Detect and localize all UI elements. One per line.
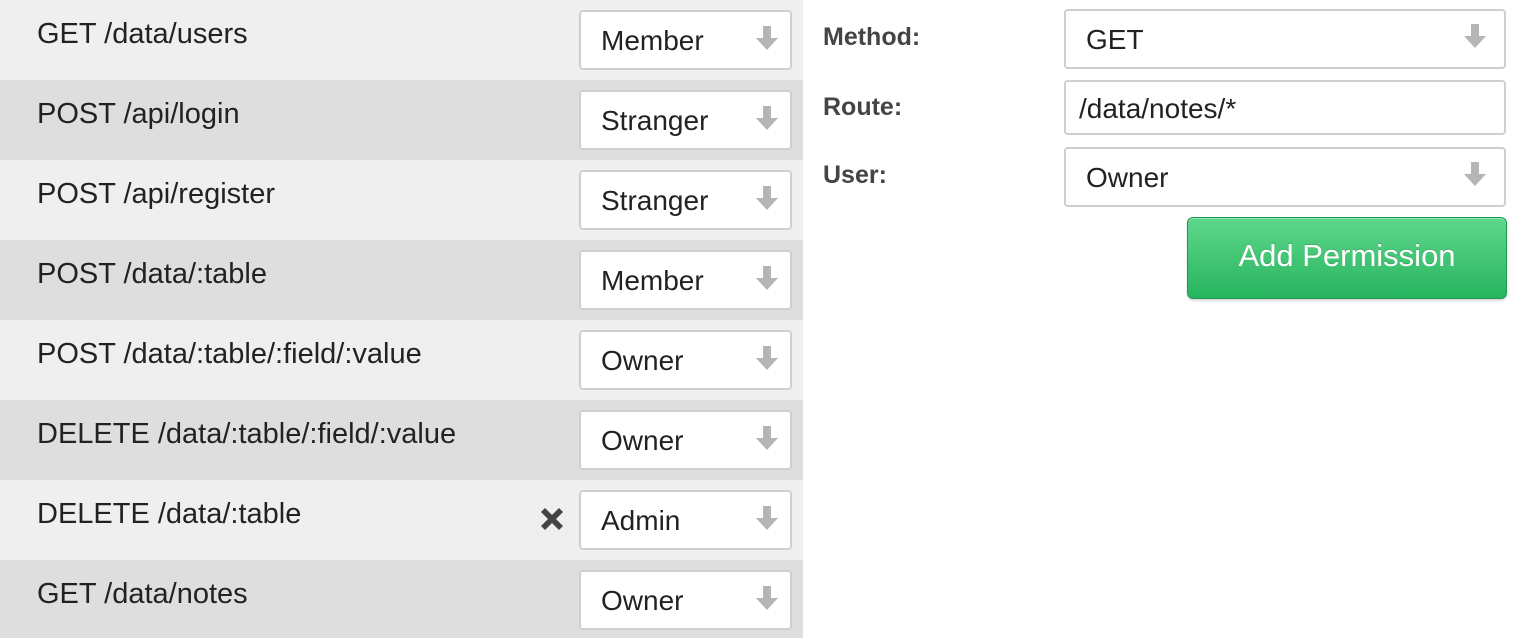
permission-user-value: Member xyxy=(601,265,704,296)
permission-user-select[interactable]: Owner xyxy=(579,410,792,470)
permission-row: POST /data/:table Member xyxy=(0,240,803,320)
permission-user-select[interactable]: Owner xyxy=(579,570,792,630)
permission-user-select[interactable]: Stranger xyxy=(579,90,792,150)
permission-route: POST /api/register xyxy=(37,178,276,210)
permission-user-select[interactable]: Stranger xyxy=(579,170,792,230)
arrow-down-icon xyxy=(756,426,778,450)
method-label: Method: xyxy=(823,23,921,51)
arrow-down-icon xyxy=(756,346,778,370)
arrow-down-icon xyxy=(1464,162,1486,186)
permission-route: POST /api/login xyxy=(37,98,240,130)
permission-user-select[interactable]: Member xyxy=(579,10,792,70)
route-input[interactable]: /data/notes/* xyxy=(1064,80,1506,135)
permission-user-value: Stranger xyxy=(601,105,709,136)
permission-user-value: Stranger xyxy=(601,185,709,216)
add-permission-form: Method: GET Route: /data/notes/* User: O… xyxy=(803,0,1526,638)
arrow-down-icon xyxy=(756,266,778,290)
permission-user-value: Owner xyxy=(601,585,684,616)
method-value: GET xyxy=(1086,24,1144,55)
permission-user-select[interactable]: Owner xyxy=(579,330,792,390)
permission-row: POST /api/register Stranger xyxy=(0,160,803,240)
permission-user-value: Owner xyxy=(601,425,684,456)
permission-row: GET /data/notes Owner xyxy=(0,560,803,638)
route-label: Route: xyxy=(823,93,903,121)
user-label: User: xyxy=(823,161,887,189)
add-permission-button[interactable]: Add Permission xyxy=(1187,217,1507,299)
arrow-down-icon xyxy=(756,106,778,130)
permission-row: DELETE /data/:table Admin xyxy=(0,480,803,560)
method-select[interactable]: GET xyxy=(1064,9,1506,69)
permission-row: GET /data/users Member xyxy=(0,0,803,80)
permission-route: GET /data/users xyxy=(37,18,248,50)
permission-route: GET /data/notes xyxy=(37,578,248,610)
route-value: /data/notes/* xyxy=(1079,93,1237,124)
permission-route: DELETE /data/:table/:field/:value xyxy=(37,418,457,450)
arrow-down-icon xyxy=(756,186,778,210)
permission-route: POST /data/:table/:field/:value xyxy=(37,338,422,370)
arrow-down-icon xyxy=(756,506,778,530)
permission-user-select[interactable]: Member xyxy=(579,250,792,310)
permission-row: DELETE /data/:table/:field/:value Owner xyxy=(0,400,803,480)
permission-user-value: Member xyxy=(601,25,704,56)
permission-row: POST /api/login Stranger xyxy=(0,80,803,160)
close-icon[interactable] xyxy=(537,504,567,534)
add-permission-label: Add Permission xyxy=(1238,238,1456,273)
arrow-down-icon xyxy=(1464,24,1486,48)
permission-user-value: Admin xyxy=(601,505,681,536)
permission-user-select[interactable]: Admin xyxy=(579,490,792,550)
user-select[interactable]: Owner xyxy=(1064,147,1506,207)
permission-row: POST /data/:table/:field/:value Owner xyxy=(0,320,803,400)
permissions-list: GET /data/users Member POST /api/login S… xyxy=(0,0,803,638)
permission-user-value: Owner xyxy=(601,345,684,376)
user-value: Owner xyxy=(1086,162,1169,193)
permission-route: DELETE /data/:table xyxy=(37,498,302,530)
arrow-down-icon xyxy=(756,26,778,50)
arrow-down-icon xyxy=(756,586,778,610)
permission-route: POST /data/:table xyxy=(37,258,267,290)
